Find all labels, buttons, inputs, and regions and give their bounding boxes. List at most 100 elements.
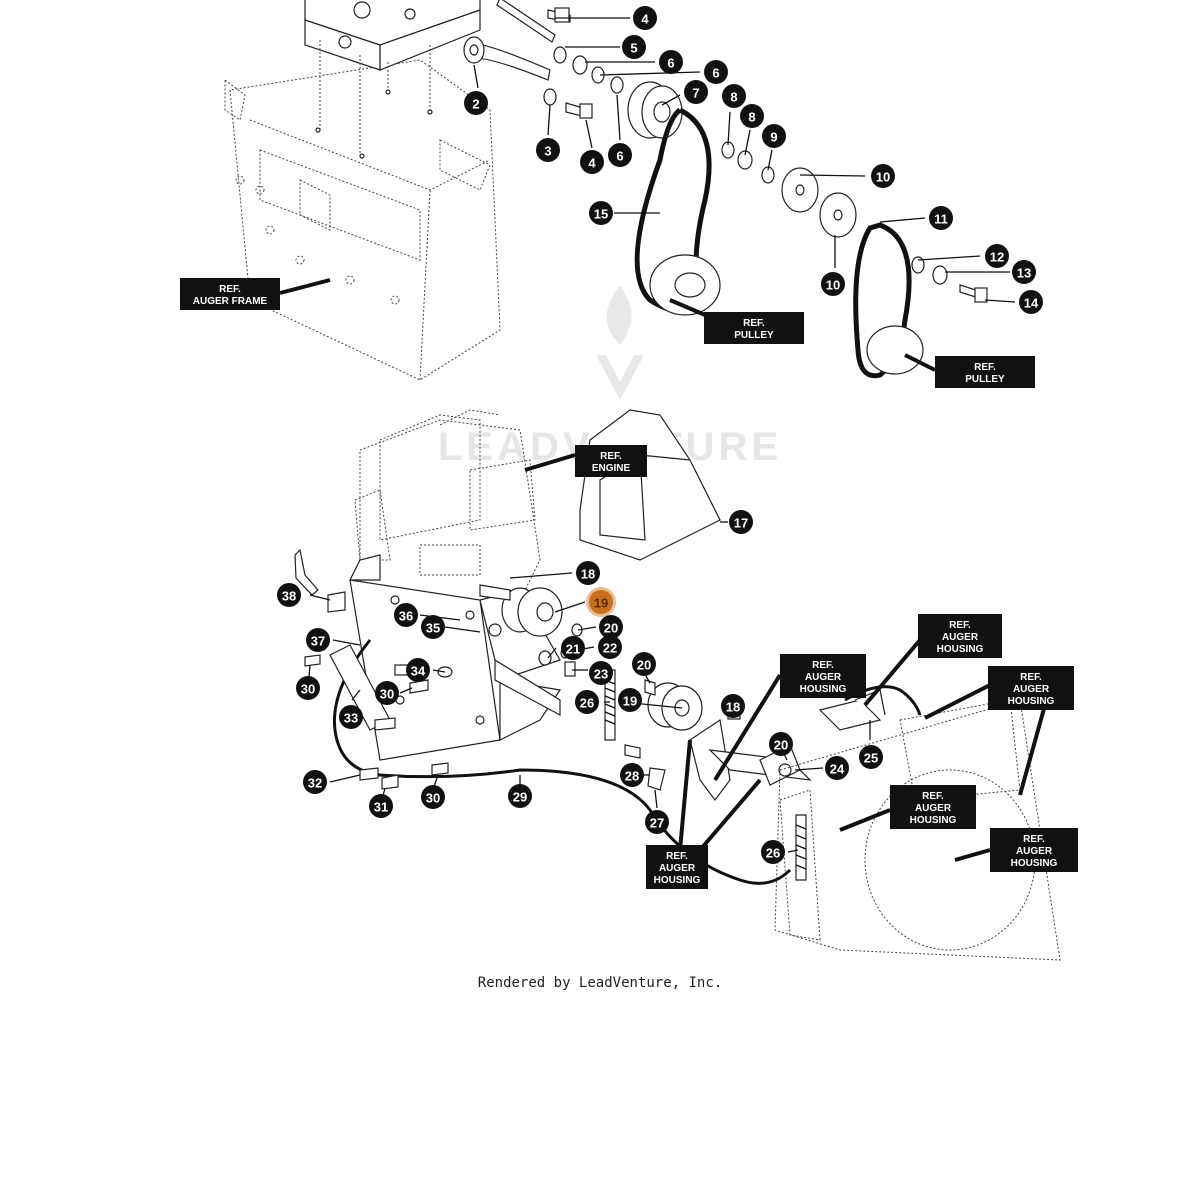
callout-part-19[interactable]: 19 (618, 688, 642, 712)
callout-number: 30 (380, 687, 394, 702)
callout-number: 6 (616, 149, 623, 164)
callout-part-10[interactable]: 10 (821, 272, 845, 296)
render-credit: Rendered by LeadVenture, Inc. (477, 975, 723, 991)
callout-part-29[interactable]: 29 (508, 784, 532, 808)
callout-part-8[interactable]: 8 (722, 84, 746, 108)
callout-number: 25 (864, 751, 878, 766)
callout-part-13[interactable]: 13 (1012, 260, 1036, 284)
callout-part-19[interactable]: 19 (586, 587, 616, 617)
callout-part-20[interactable]: 20 (632, 652, 656, 676)
callout-circle (296, 676, 320, 700)
callout-circle (561, 636, 585, 660)
ref-label-line: HOUSING (910, 815, 957, 826)
callout-circle (684, 80, 708, 104)
callout-part-5[interactable]: 5 (622, 35, 646, 59)
callout-part-30[interactable]: 30 (296, 676, 320, 700)
callout-part-30[interactable]: 30 (375, 681, 399, 705)
callout-part-8[interactable]: 8 (740, 104, 764, 128)
callout-circle (306, 628, 330, 652)
callout-number: 36 (399, 609, 413, 624)
callout-part-3[interactable]: 3 (536, 138, 560, 162)
callout-part-15[interactable]: 15 (589, 201, 613, 225)
callout-part-14[interactable]: 14 (1019, 290, 1043, 314)
ref-label-0: REF.AUGER FRAME (180, 278, 280, 310)
callout-part-33[interactable]: 33 (339, 705, 363, 729)
callout-number: 22 (603, 641, 617, 656)
callout-part-35[interactable]: 35 (421, 615, 445, 639)
callout-part-22[interactable]: 22 (598, 635, 622, 659)
callout-part-6[interactable]: 6 (704, 60, 728, 84)
callout-circle (589, 201, 613, 225)
callout-part-20[interactable]: 20 (769, 732, 793, 756)
leader-lines (307, 17, 1016, 853)
callout-part-20[interactable]: 20 (599, 615, 623, 639)
callout-part-38[interactable]: 38 (277, 583, 301, 607)
callout-part-30[interactable]: 30 (421, 785, 445, 809)
callout-circle (618, 688, 642, 712)
callout-circle (721, 694, 745, 718)
ref-label-line: PULLEY (734, 330, 774, 341)
ref-label-line: REF. (1023, 834, 1045, 845)
callout-part-11[interactable]: 11 (929, 206, 953, 230)
callout-part-26[interactable]: 26 (761, 840, 785, 864)
callout-circle (740, 104, 764, 128)
callout-circle (369, 794, 393, 818)
callout-part-6[interactable]: 6 (608, 143, 632, 167)
callout-part-21[interactable]: 21 (561, 636, 585, 660)
callout-part-37[interactable]: 37 (306, 628, 330, 652)
callout-part-27[interactable]: 27 (645, 810, 669, 834)
callout-part-31[interactable]: 31 (369, 794, 393, 818)
callout-number: 29 (513, 790, 527, 805)
callout-number: 12 (990, 250, 1004, 265)
idler-pulley-19-upper (479, 584, 583, 677)
callout-part-4[interactable]: 4 (580, 150, 604, 174)
callout-circle (277, 583, 301, 607)
ref-label-line: AUGER (805, 672, 842, 683)
callout-part-4[interactable]: 4 (633, 6, 657, 30)
callout-part-34[interactable]: 34 (406, 658, 430, 682)
callout-part-2[interactable]: 2 (464, 91, 488, 115)
ref-label-line: REF. (666, 851, 688, 862)
auger-frame-drawing (224, 59, 501, 381)
shaft-and-hardware (463, 0, 988, 379)
callout-part-28[interactable]: 28 (620, 763, 644, 787)
callout-part-32[interactable]: 32 (303, 770, 327, 794)
callout-part-17[interactable]: 17 (729, 510, 753, 534)
callout-part-23[interactable]: 23 (589, 661, 613, 685)
callout-circle (508, 784, 532, 808)
callout-number: 30 (426, 791, 440, 806)
callout-number: 8 (730, 90, 737, 105)
callout-number: 9 (770, 130, 777, 145)
ref-label-line: REF. (743, 318, 765, 329)
ref-label-line: REF. (922, 791, 944, 802)
ref-label-line: REF. (949, 620, 971, 631)
callout-circle (871, 164, 895, 188)
callout-part-24[interactable]: 24 (825, 756, 849, 780)
callout-part-25[interactable]: 25 (859, 745, 883, 769)
callout-part-9[interactable]: 9 (762, 124, 786, 148)
callout-number: 11 (934, 212, 948, 227)
callout-part-7[interactable]: 7 (684, 80, 708, 104)
callout-part-10[interactable]: 10 (871, 164, 895, 188)
ref-label-line: AUGER (1013, 684, 1050, 695)
callout-number: 32 (308, 776, 322, 791)
callout-circle (576, 561, 600, 585)
callout-circle (633, 6, 657, 30)
callout-part-6[interactable]: 6 (659, 50, 683, 74)
callout-circle (761, 840, 785, 864)
callout-part-26[interactable]: 26 (575, 690, 599, 714)
callout-circle (985, 244, 1009, 268)
callout-number: 3 (544, 144, 551, 159)
ref-label-line: REF. (974, 362, 996, 373)
callout-part-12[interactable]: 12 (985, 244, 1009, 268)
callout-part-18[interactable]: 18 (576, 561, 600, 585)
callout-circle (859, 745, 883, 769)
callout-part-18[interactable]: 18 (721, 694, 745, 718)
callout-part-36[interactable]: 36 (394, 603, 418, 627)
ref-label-line: PULLEY (965, 374, 1005, 385)
ref-label-line: HOUSING (800, 684, 847, 695)
ref-label-line: ENGINE (592, 463, 631, 474)
